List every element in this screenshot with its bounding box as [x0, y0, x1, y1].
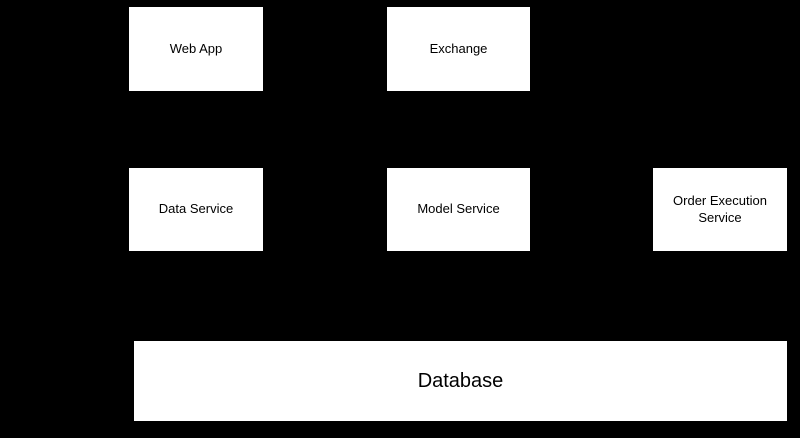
diagram-node-label: Web App: [169, 40, 223, 56]
diagram-node-data-service[interactable]: Data Service: [129, 168, 263, 251]
diagram-node-web-app[interactable]: Web App: [129, 7, 263, 91]
diagram-node-order-execution-service[interactable]: Order Execution Service: [653, 168, 787, 251]
diagram-node-database[interactable]: Database: [134, 341, 787, 421]
diagram-node-label: Exchange: [429, 40, 488, 56]
diagram-node-exchange[interactable]: Exchange: [387, 7, 530, 91]
diagram-node-label: Data Service: [158, 201, 234, 217]
diagram-node-model-service[interactable]: Model Service: [387, 168, 530, 251]
diagram-node-label: Model Service: [417, 201, 500, 217]
diagram-node-label: Order Execution Service: [673, 193, 767, 225]
diagram-node-label: Database: [417, 369, 504, 392]
